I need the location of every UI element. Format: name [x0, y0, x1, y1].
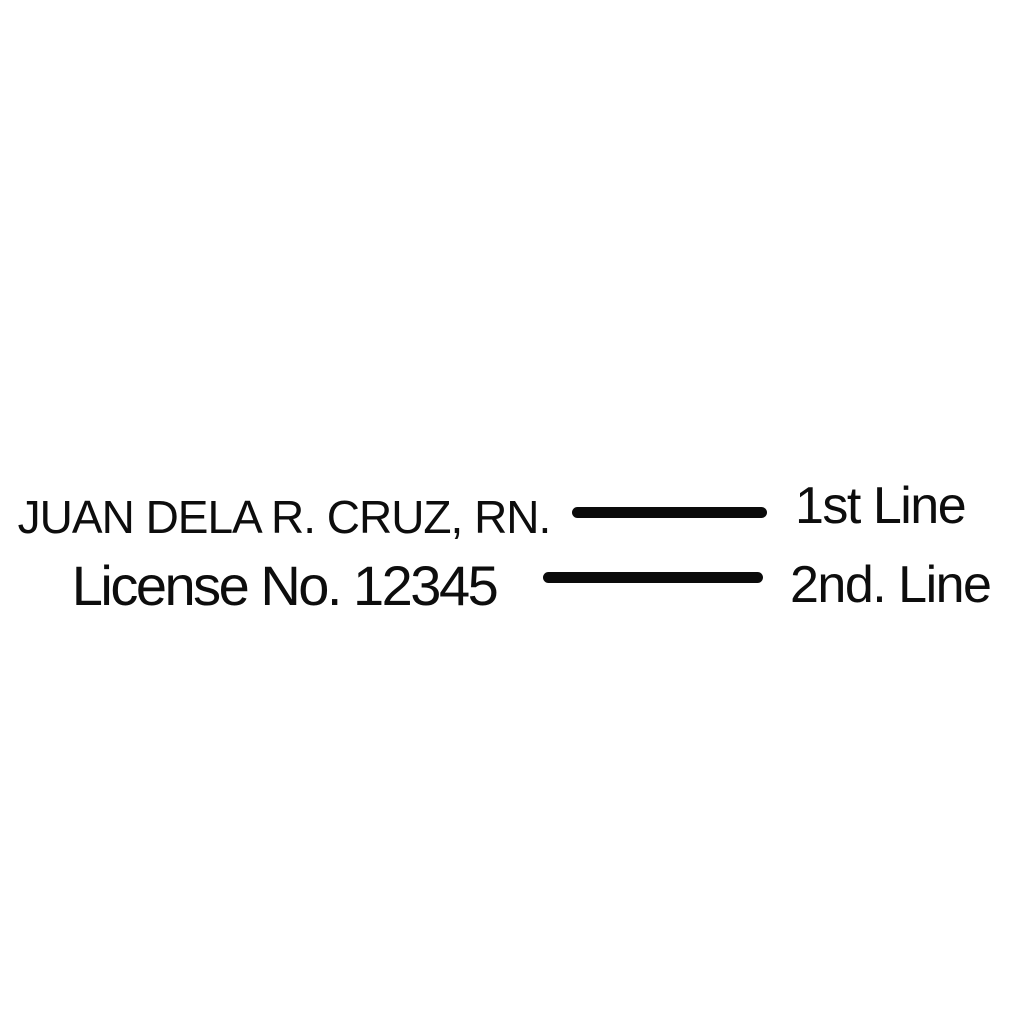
stamp-license-line: License No. 12345: [71, 554, 499, 617]
second-line-connector-stroke: [543, 572, 763, 583]
first-line-label: 1st Line: [795, 477, 967, 535]
stamp-name-line: JUAN DELA R. CRUZ, RN.: [17, 491, 552, 543]
second-line-label: 2nd. Line: [790, 556, 992, 614]
first-line-connector-stroke: [572, 507, 767, 518]
